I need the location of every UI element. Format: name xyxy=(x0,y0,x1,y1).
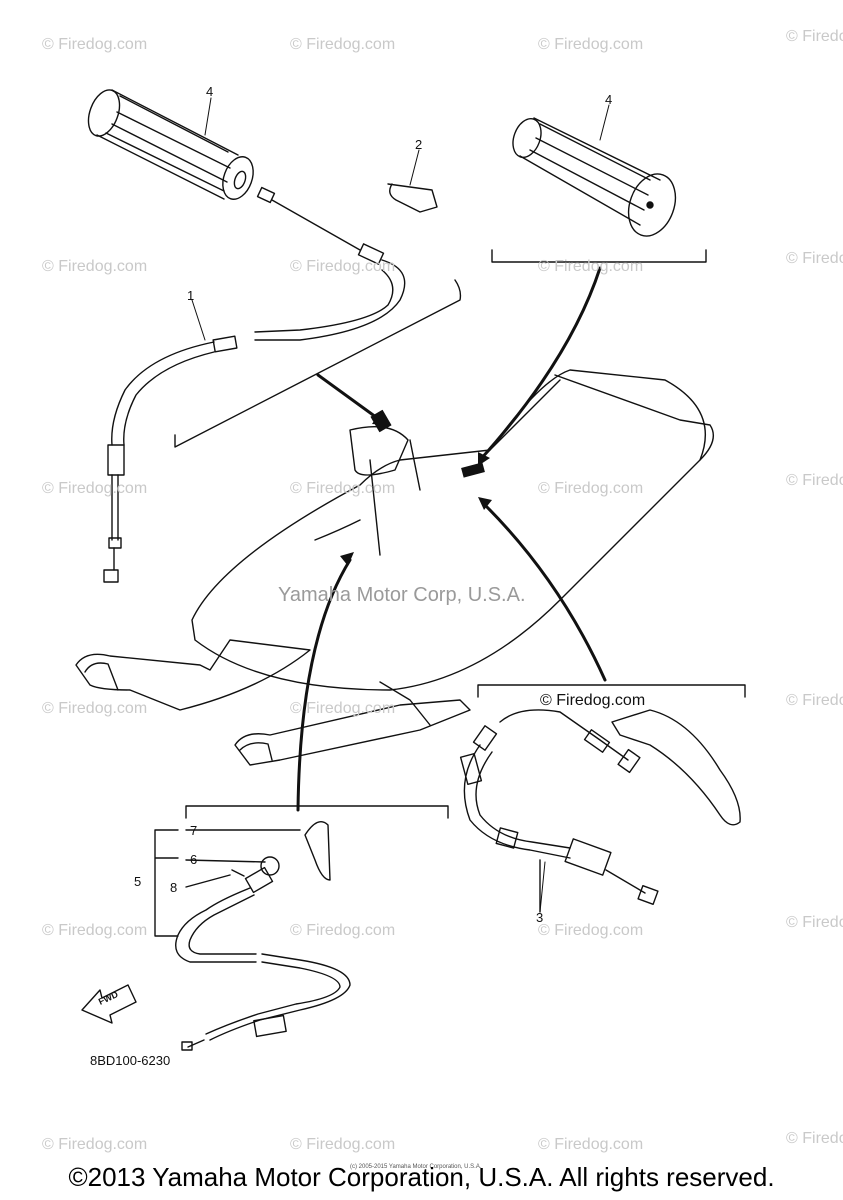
throttle-cable xyxy=(103,186,406,583)
watermark-text: © Firedog.com xyxy=(42,700,148,717)
watermark-text: © Firedog.com xyxy=(42,258,148,275)
part-number: 8BD100-6230 xyxy=(90,1053,171,1068)
watermark-text: © Firedog.com xyxy=(42,36,148,53)
copyright-notice: ©2013 Yamaha Motor Corporation, U.S.A. A… xyxy=(68,1162,775,1192)
callout-brake-cable: 3 xyxy=(536,910,544,925)
watermark-text: © Firedog.com xyxy=(538,1136,644,1153)
watermark-text: © Firedog.com xyxy=(786,1130,843,1147)
brake-lever-assembly xyxy=(459,684,746,913)
fwd-arrow xyxy=(81,984,137,1024)
callout-grip-right: 4 xyxy=(605,92,613,107)
watermark-text: © Firedog.com xyxy=(290,258,396,275)
clip-part xyxy=(387,183,438,213)
callout-throttle-cable: 1 xyxy=(187,288,195,303)
watermark-text: © Firedog.com xyxy=(786,28,843,45)
snowmobile-illustration xyxy=(75,369,714,766)
watermark-text: © Firedog.com xyxy=(290,1136,396,1153)
watermark-text: © Firedog.com xyxy=(42,480,148,497)
center-watermark: Yamaha Motor Corp, U.S.A. xyxy=(278,584,526,606)
tiny-credit: (c) 2005-2015 Yamaha Motor Corporation, … xyxy=(350,1164,482,1170)
watermark-text: © Firedog.com xyxy=(786,914,843,931)
arrow-heads xyxy=(340,409,492,566)
watermark-text: © Firedog.com xyxy=(290,36,396,53)
watermark-text: © Firedog.com xyxy=(538,480,644,497)
callout-part6: 6 xyxy=(190,852,198,867)
callout-switch-assy: 5 xyxy=(134,874,142,889)
watermark-text: © Firedog.com xyxy=(538,36,644,53)
left-panel-frame xyxy=(174,279,462,448)
callout-part7: 7 xyxy=(190,823,198,838)
watermark-text: © Firedog.com xyxy=(290,480,396,497)
callout-part8: 8 xyxy=(170,880,178,895)
watermark-text: © Firedog.com xyxy=(538,922,644,939)
callout-clip: 2 xyxy=(415,137,423,152)
pointer-arrows xyxy=(296,266,607,812)
watermark-text: © Firedog.com xyxy=(538,258,644,275)
right-panel-frame xyxy=(491,249,707,263)
watermark-text: © Firedog.com xyxy=(290,700,396,717)
leader-lines xyxy=(191,97,610,913)
left-grip-illustration xyxy=(87,89,254,200)
callout-grip-left: 4 xyxy=(206,84,214,99)
watermark-text: © Firedog.com xyxy=(786,692,843,709)
watermark-text: © Firedog.com xyxy=(42,922,148,939)
watermark-text: © Firedog.com xyxy=(786,250,843,267)
panel-watermark: © Firedog.com xyxy=(540,692,646,709)
switch-assembly xyxy=(154,805,449,1051)
watermark-text: © Firedog.com xyxy=(42,1136,148,1153)
watermark-text: © Firedog.com xyxy=(786,472,843,489)
right-grip-illustration xyxy=(512,117,677,237)
watermark-text: © Firedog.com xyxy=(290,922,396,939)
